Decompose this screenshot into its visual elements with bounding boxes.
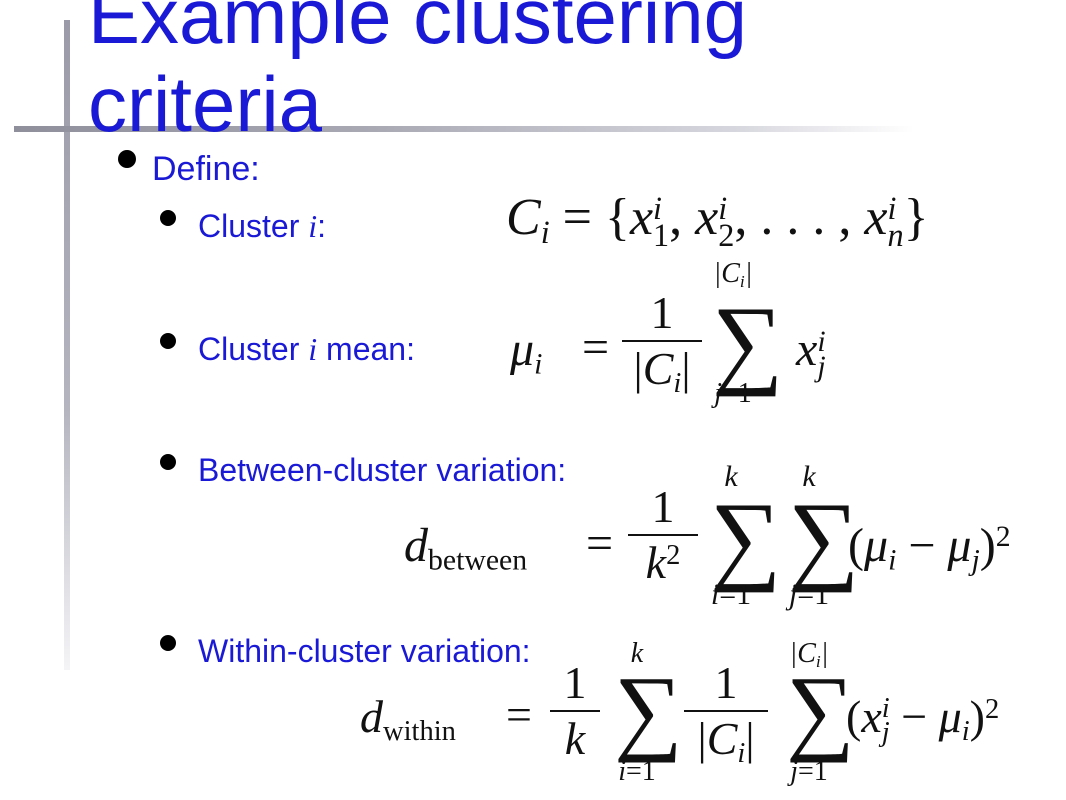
slide-title: Example clustering criteria bbox=[88, 0, 747, 148]
cluster-mean-label: Cluster i mean: bbox=[198, 331, 415, 367]
within-cluster-label: Within-cluster variation: bbox=[198, 633, 531, 669]
define-label: Define: bbox=[152, 150, 260, 188]
bullet-icon bbox=[160, 454, 176, 470]
cluster-label: Cluster i: bbox=[198, 208, 327, 244]
bullet-icon bbox=[160, 210, 176, 226]
vertical-guide-line bbox=[64, 20, 70, 670]
between-cluster-label: Between-cluster variation: bbox=[198, 452, 567, 488]
bullet-icon bbox=[160, 333, 176, 349]
bullet-icon bbox=[118, 150, 136, 168]
horizontal-guide-line bbox=[14, 126, 914, 132]
bullet-icon bbox=[160, 635, 176, 651]
